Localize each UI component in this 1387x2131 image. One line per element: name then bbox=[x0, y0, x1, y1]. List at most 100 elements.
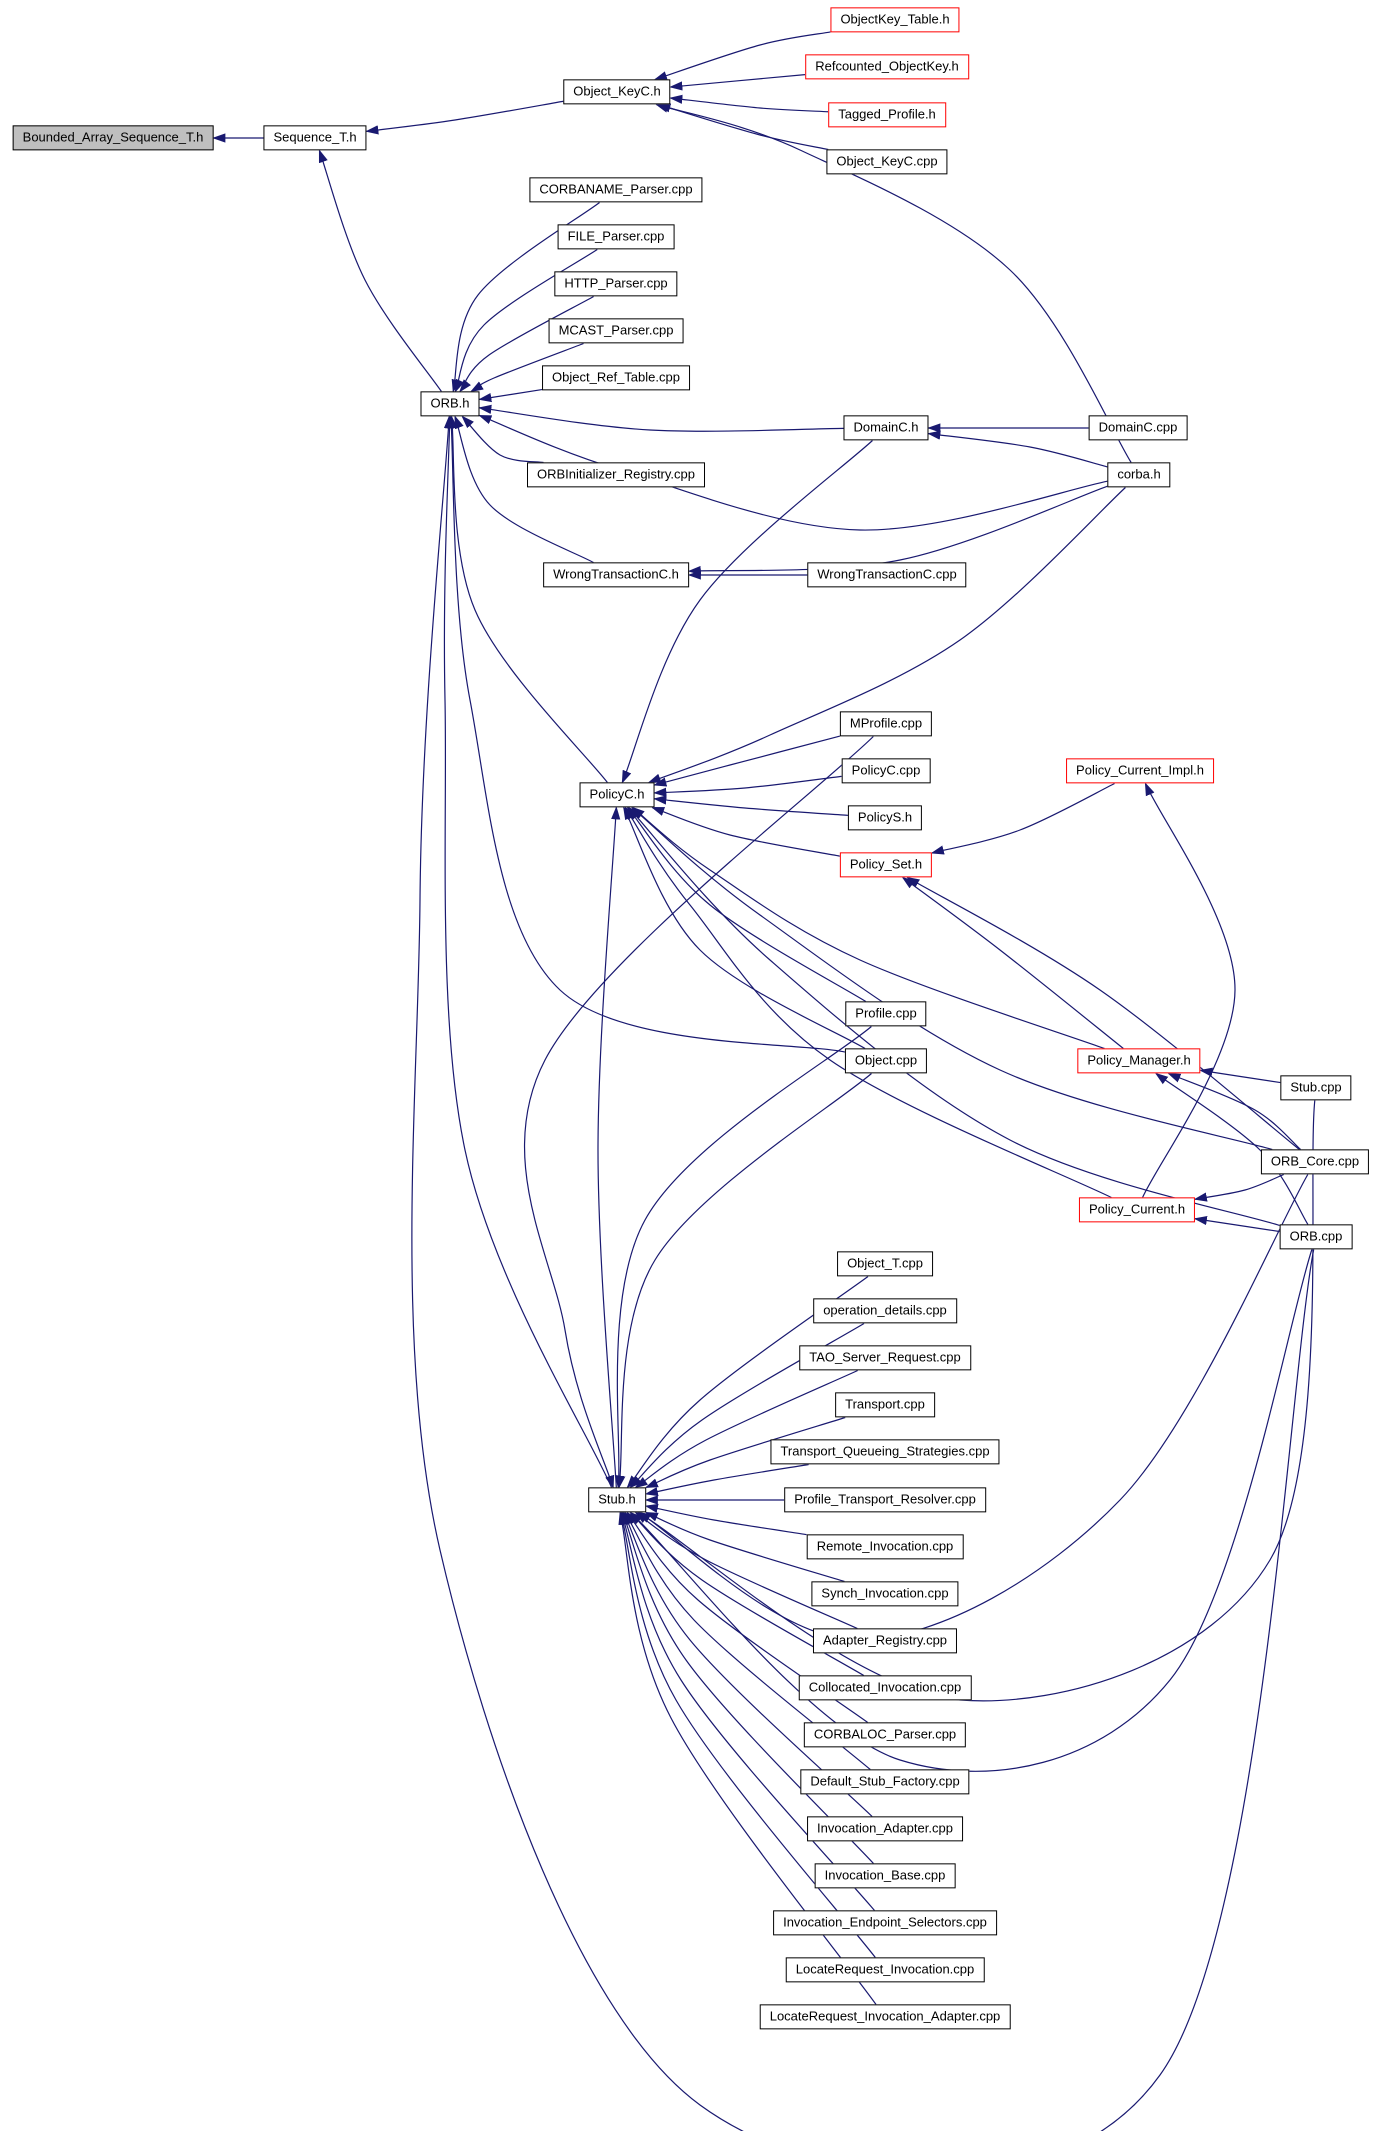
graph-node-invocation_base_cpp[interactable]: Invocation_Base.cpp bbox=[814, 1863, 956, 1889]
graph-edge-orb_cpp-to-orb_h bbox=[411, 415, 1315, 2131]
graph-node-policy_set_h[interactable]: Policy_Set.h bbox=[839, 852, 933, 878]
graph-node-invocation_endpoint_selectors_cpp[interactable]: Invocation_Endpoint_Selectors.cpp bbox=[773, 1910, 997, 1936]
graph-node-collocated_invocation_cpp[interactable]: Collocated_Invocation.cpp bbox=[798, 1675, 972, 1701]
graph-edge-mcast_parser_cpp-to-orb_h bbox=[470, 342, 584, 393]
graph-node-bounded_array_sequence_t_h: Bounded_Array_Sequence_T.h bbox=[12, 125, 214, 151]
graph-edge-corba_h-to-object_keyc_h bbox=[655, 103, 1132, 463]
graph-node-tao_server_request_cpp[interactable]: TAO_Server_Request.cpp bbox=[799, 1345, 971, 1371]
graph-edge-corba_h-to-domainc_h bbox=[927, 430, 1108, 468]
graph-node-sequence_t_h[interactable]: Sequence_T.h bbox=[263, 125, 367, 151]
graph-node-objectkey_table_h[interactable]: ObjectKey_Table.h bbox=[830, 7, 960, 33]
graph-edge-orb_cpp-to-policy_manager_h bbox=[1154, 1072, 1309, 1225]
graph-edge-objectkey_table_h-to-object_keyc_h bbox=[653, 31, 831, 81]
graph-node-object_keyc_cpp[interactable]: Object_KeyC.cpp bbox=[826, 149, 948, 175]
graph-node-stub_cpp[interactable]: Stub.cpp bbox=[1280, 1075, 1352, 1101]
graph-node-corbaloc_parser_cpp[interactable]: CORBALOC_Parser.cpp bbox=[803, 1722, 967, 1748]
graph-node-stub_h[interactable]: Stub.h bbox=[588, 1487, 646, 1513]
graph-node-transport_cpp[interactable]: Transport.cpp bbox=[835, 1392, 935, 1418]
graph-edge-policy_current_h-to-policyc_h bbox=[624, 806, 1112, 1199]
graph-edge-object_cpp-to-stub_h bbox=[616, 1073, 872, 1489]
graph-edge-profile_cpp-to-stub_h bbox=[614, 1026, 872, 1489]
graph-edge-transport_queueing_strategies_cpp-to-stub_h bbox=[644, 1463, 809, 1497]
graph-node-transport_queueing_strategies_cpp[interactable]: Transport_Queueing_Strategies.cpp bbox=[770, 1439, 1000, 1465]
graph-edge-stub_h-to-orb_h bbox=[443, 415, 613, 1488]
graph-node-policys_h[interactable]: PolicyS.h bbox=[847, 805, 923, 831]
graph-edge-policyc_cpp-to-policyc_h bbox=[653, 775, 842, 797]
graph-edge-transport_cpp-to-stub_h bbox=[644, 1416, 846, 1489]
graph-edge-orb_h-to-sequence_t_h bbox=[318, 149, 442, 392]
graph-edge-stub_cpp-to-stub_h bbox=[637, 1100, 1316, 1702]
graph-edge-operation_details_cpp-to-stub_h bbox=[629, 1322, 865, 1489]
graph-node-object_keyc_h[interactable]: Object_KeyC.h bbox=[563, 79, 671, 105]
graph-edge-object_keyc_h-to-sequence_t_h bbox=[365, 100, 564, 135]
graph-node-orbinitializer_registry_cpp[interactable]: ORBInitializer_Registry.cpp bbox=[527, 462, 705, 488]
graph-edge-orb_core_cpp-to-policy_set_h bbox=[906, 876, 1300, 1150]
graph-edge-collocated_invocation_cpp-to-stub_h bbox=[629, 1511, 865, 1677]
graph-node-orb_cpp[interactable]: ORB.cpp bbox=[1279, 1224, 1353, 1250]
graph-edge-tagged_profile_h-to-object_keyc_h bbox=[669, 94, 829, 113]
graph-node-policyc_h[interactable]: PolicyC.h bbox=[579, 782, 655, 808]
graph-edge-policy_set_h-to-policyc_h bbox=[651, 806, 841, 857]
graph-edge-policys_h-to-policyc_h bbox=[653, 795, 849, 816]
graph-edge-synch_invocation_cpp-to-stub_h bbox=[644, 1511, 845, 1583]
graph-node-locaterequest_invocation_cpp[interactable]: LocateRequest_Invocation.cpp bbox=[785, 1957, 985, 1983]
graph-node-operation_details_cpp[interactable]: operation_details.cpp bbox=[813, 1298, 957, 1324]
graph-node-policy_manager_h[interactable]: Policy_Manager.h bbox=[1077, 1048, 1201, 1074]
graph-edge-orb_core_cpp-to-policy_manager_h bbox=[1167, 1072, 1301, 1150]
graph-edge-locaterequest_invocation_cpp-to-stub_h bbox=[619, 1511, 876, 1958]
graph-node-profile_cpp[interactable]: Profile.cpp bbox=[845, 1001, 927, 1027]
graph-node-default_stub_factory_cpp[interactable]: Default_Stub_Factory.cpp bbox=[800, 1769, 970, 1795]
graph-edge-object_ref_table_cpp-to-orb_h bbox=[478, 388, 543, 403]
graph-node-remote_invocation_cpp[interactable]: Remote_Invocation.cpp bbox=[806, 1534, 964, 1560]
graph-edge-orb_core_cpp-to-policy_current_h bbox=[1193, 1173, 1284, 1202]
graph-node-invocation_adapter_cpp[interactable]: Invocation_Adapter.cpp bbox=[807, 1816, 963, 1842]
graph-node-object_t_cpp[interactable]: Object_T.cpp bbox=[837, 1251, 933, 1277]
graph-node-corba_h[interactable]: corba.h bbox=[1107, 462, 1171, 488]
graph-node-domainc_cpp[interactable]: DomainC.cpp bbox=[1088, 415, 1188, 441]
graph-node-profile_transport_resolver_cpp[interactable]: Profile_Transport_Resolver.cpp bbox=[784, 1487, 986, 1513]
graph-edge-stub_cpp-to-policy_manager_h bbox=[1199, 1067, 1281, 1084]
graph-node-orb_h[interactable]: ORB.h bbox=[420, 391, 480, 417]
graph-edge-domainc_h-to-orb_h bbox=[478, 404, 844, 432]
graph-edge-file_parser_cpp-to-orb_h bbox=[454, 249, 598, 393]
graph-edge-orbinitializer_registry_cpp-to-orb_h bbox=[461, 415, 544, 464]
graph-edge-policyc_h-to-orb_h bbox=[448, 415, 608, 783]
graph-edge-orb_core_cpp-to-stub_h bbox=[637, 1174, 1309, 1641]
graph-node-refcounted_objectkey_h[interactable]: Refcounted_ObjectKey.h bbox=[805, 54, 969, 80]
graph-node-domainc_h[interactable]: DomainC.h bbox=[843, 415, 929, 441]
graph-edge-corba_h-to-policyc_h bbox=[647, 487, 1126, 784]
graph-node-orb_core_cpp[interactable]: ORB_Core.cpp bbox=[1260, 1149, 1370, 1175]
graph-node-synch_invocation_cpp[interactable]: Synch_Invocation.cpp bbox=[811, 1581, 959, 1607]
graph-edge-policy_current_impl_h-to-policy_set_h bbox=[930, 782, 1115, 855]
graph-node-wrongtransactionc_cpp[interactable]: WrongTransactionC.cpp bbox=[807, 562, 967, 588]
graph-edge-object_cpp-to-policyc_h bbox=[623, 806, 866, 1050]
graph-node-policyc_cpp[interactable]: PolicyC.cpp bbox=[841, 758, 931, 784]
graph-node-wrongtransactionc_h[interactable]: WrongTransactionC.h bbox=[543, 562, 689, 588]
graph-node-policy_current_impl_h[interactable]: Policy_Current_Impl.h bbox=[1066, 758, 1214, 784]
graph-node-policy_current_h[interactable]: Policy_Current.h bbox=[1078, 1197, 1196, 1223]
graph-node-corbaname_parser_cpp[interactable]: CORBANAME_Parser.cpp bbox=[529, 177, 703, 203]
graph-edge-corba_h-to-orb_h bbox=[478, 414, 1108, 531]
graph-edge-refcounted_objectkey_h-to-object_keyc_h bbox=[669, 73, 806, 91]
graph-edge-tao_server_request_cpp-to-stub_h bbox=[634, 1369, 858, 1489]
graph-node-object_cpp[interactable]: Object.cpp bbox=[844, 1048, 928, 1074]
graph-edge-object_cpp-to-orb_h bbox=[447, 415, 846, 1053]
graph-edge-domainc_h-to-policyc_h bbox=[621, 440, 873, 784]
graph-edge-orb_cpp-to-stub_h bbox=[629, 1249, 1313, 1772]
graph-edge-policy_manager_h-to-policyc_h bbox=[631, 806, 1105, 1050]
graph-edge-http_parser_cpp-to-orb_h bbox=[459, 295, 594, 393]
graph-node-mcast_parser_cpp[interactable]: MCAST_Parser.cpp bbox=[548, 318, 684, 344]
graph-edge-invocation_endpoint_selectors_cpp-to-stub_h bbox=[620, 1511, 875, 1911]
graph-edge-orb_cpp-to-policyc_h bbox=[627, 806, 1280, 1227]
graph-node-tagged_profile_h[interactable]: Tagged_Profile.h bbox=[828, 102, 946, 128]
graph-node-file_parser_cpp[interactable]: FILE_Parser.cpp bbox=[557, 224, 675, 250]
graph-edge-profile_cpp-to-policyc_h bbox=[626, 806, 867, 1003]
graph-edge-policy_current_h-to-policy_current_impl_h bbox=[1142, 782, 1236, 1198]
graph-node-object_ref_table_cpp[interactable]: Object_Ref_Table.cpp bbox=[542, 365, 690, 391]
graph-edge-mprofile_cpp-to-policyc_h bbox=[653, 735, 841, 787]
graph-node-locaterequest_invocation_adapter_cpp[interactable]: LocateRequest_Invocation_Adapter.cpp bbox=[759, 2004, 1011, 2030]
graph-node-mprofile_cpp[interactable]: MProfile.cpp bbox=[839, 711, 933, 737]
graph-node-adapter_registry_cpp[interactable]: Adapter_Registry.cpp bbox=[812, 1628, 958, 1654]
graph-node-http_parser_cpp[interactable]: HTTP_Parser.cpp bbox=[554, 271, 678, 297]
